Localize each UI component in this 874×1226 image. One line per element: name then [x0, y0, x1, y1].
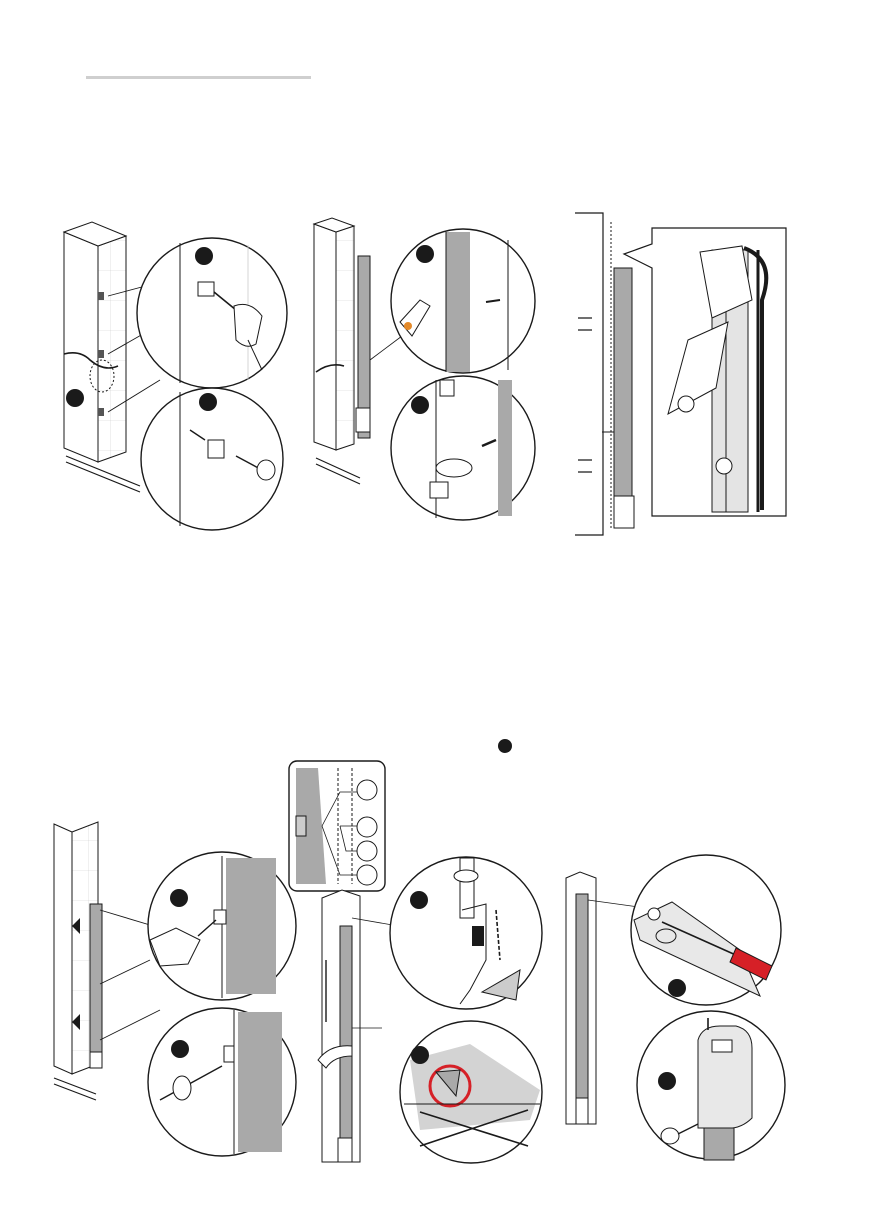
- bracket-mark: [98, 408, 104, 416]
- wall-block: [54, 822, 160, 1100]
- detail-callout-box: [624, 228, 786, 516]
- panel-wall-bracket-drilling: [64, 222, 287, 530]
- panel-rail-mounting: [54, 822, 296, 1156]
- zoom-circle-drilling: [148, 852, 296, 1000]
- rotate-arrow-icon: [661, 1128, 679, 1144]
- zoom-circle-cable: [391, 376, 535, 520]
- step-marker: [170, 889, 188, 907]
- zoom-circle-screwing: [148, 1008, 296, 1156]
- bracket: [440, 380, 454, 396]
- rotate-arrow-icon: [257, 460, 275, 480]
- callout: [357, 817, 377, 837]
- callout: [357, 841, 377, 861]
- zoom-circle-drilling: [391, 229, 535, 373]
- step-marker: [66, 389, 84, 407]
- panel-cover-mounting: [566, 855, 785, 1160]
- rotate-arrow-icon: [454, 870, 478, 882]
- step-marker: [411, 1046, 429, 1064]
- step-marker: [416, 245, 434, 263]
- rotate-arrow-icon: [173, 1076, 191, 1100]
- panel-cable-routing: [314, 218, 535, 520]
- rail: [614, 268, 632, 526]
- step-marker: [199, 393, 217, 411]
- panel-mechanism-detail: [575, 213, 786, 535]
- step-marker: [171, 1040, 189, 1058]
- alignment-inset: [289, 761, 385, 891]
- rail: [90, 904, 102, 1054]
- zoom-circle-adjust: [390, 857, 542, 1009]
- zoom-circle-screwing: [631, 855, 781, 1005]
- rail: [576, 894, 588, 1100]
- zoom-circle-drilling: [137, 238, 287, 388]
- bracket-mark: [98, 292, 104, 300]
- step-marker: [195, 247, 213, 265]
- callout: [357, 865, 377, 885]
- step-marker: [668, 979, 686, 997]
- step-marker: [411, 396, 429, 414]
- bracket-mark: [98, 350, 104, 358]
- step-marker: [658, 1072, 676, 1090]
- step-marker: [498, 739, 512, 753]
- callout: [357, 780, 377, 800]
- zoom-circle-cover: [637, 1011, 785, 1160]
- zoom-circle-check: [400, 1021, 542, 1163]
- bracket: [198, 282, 214, 296]
- bracket: [208, 440, 224, 458]
- panel-alignment-detail: [289, 761, 542, 1163]
- step-marker: [410, 891, 428, 909]
- rail: [340, 926, 352, 1140]
